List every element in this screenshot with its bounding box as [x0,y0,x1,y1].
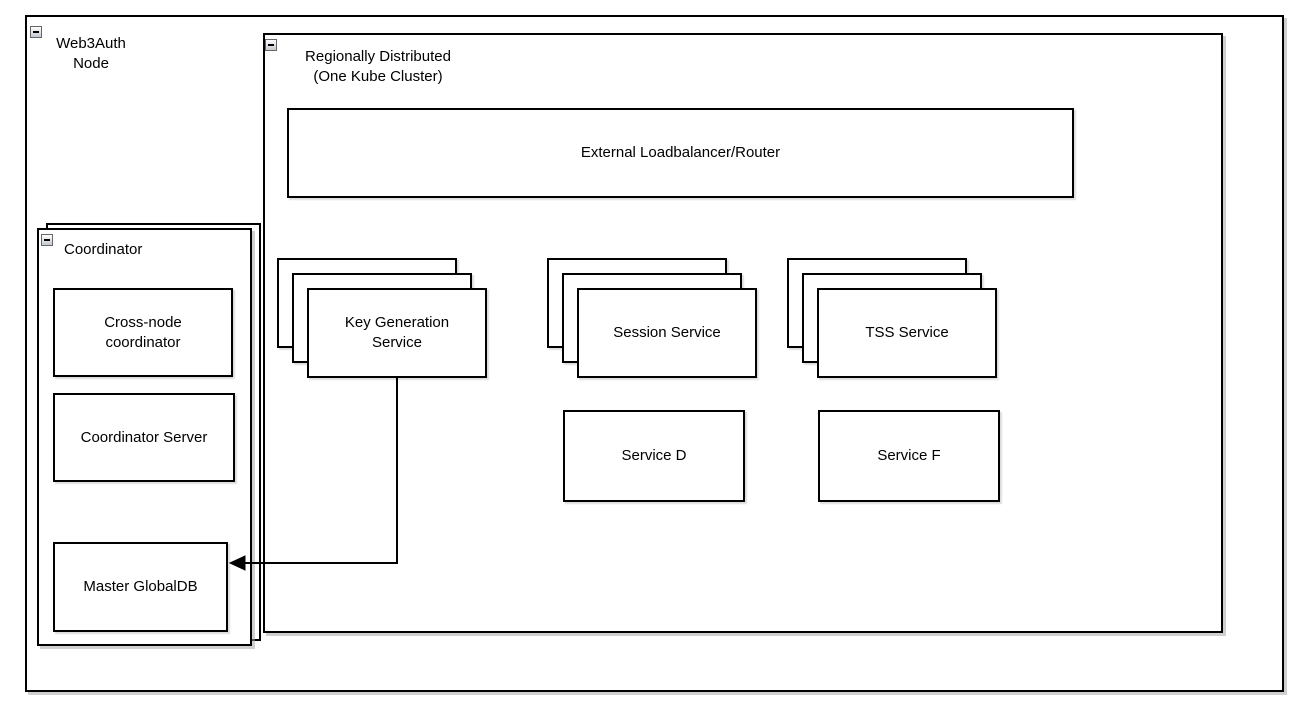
keygen-service-stack: Key Generation Service [277,258,489,380]
keygen-service-label: Key Generation Service [344,314,450,351]
external-loadbalancer-label: External Loadbalancer/Router [580,144,781,161]
service-d-label: Service D [621,447,687,464]
session-service-stack: Session Service [547,258,759,380]
master-globaldb-label: Master GlobalDB [83,578,198,595]
service-f-box[interactable]: Service F [818,410,1000,502]
cross-node-coordinator-label: Cross-node coordinator [104,313,182,351]
service-d-box[interactable]: Service D [563,410,745,502]
collapse-minus-icon[interactable] [41,234,53,246]
tss-stack-card-front[interactable]: TSS Service [817,288,997,378]
external-loadbalancer-box[interactable]: External Loadbalancer/Router [287,108,1074,198]
service-f-label: Service F [877,447,941,464]
tss-service-label: TSS Service [865,324,949,341]
session-service-label: Session Service [613,324,721,341]
collapse-minus-icon[interactable] [265,39,277,51]
regionally-distributed-label: Regionally Distributed (One Kube Cluster… [305,48,451,85]
web3auth-node-label: Web3Auth Node [56,35,126,72]
collapse-minus-icon[interactable] [30,26,42,38]
session-stack-card-front[interactable]: Session Service [577,288,757,378]
tss-service-stack: TSS Service [787,258,999,380]
keygen-stack-card-front[interactable]: Key Generation Service [307,288,487,378]
master-globaldb-box[interactable]: Master GlobalDB [53,542,228,632]
cross-node-coordinator-box[interactable]: Cross-node coordinator [53,288,233,377]
coordinator-label: Coordinator [64,241,143,258]
coordinator-server-box[interactable]: Coordinator Server [53,393,235,482]
coordinator-server-label: Coordinator Server [80,428,208,446]
